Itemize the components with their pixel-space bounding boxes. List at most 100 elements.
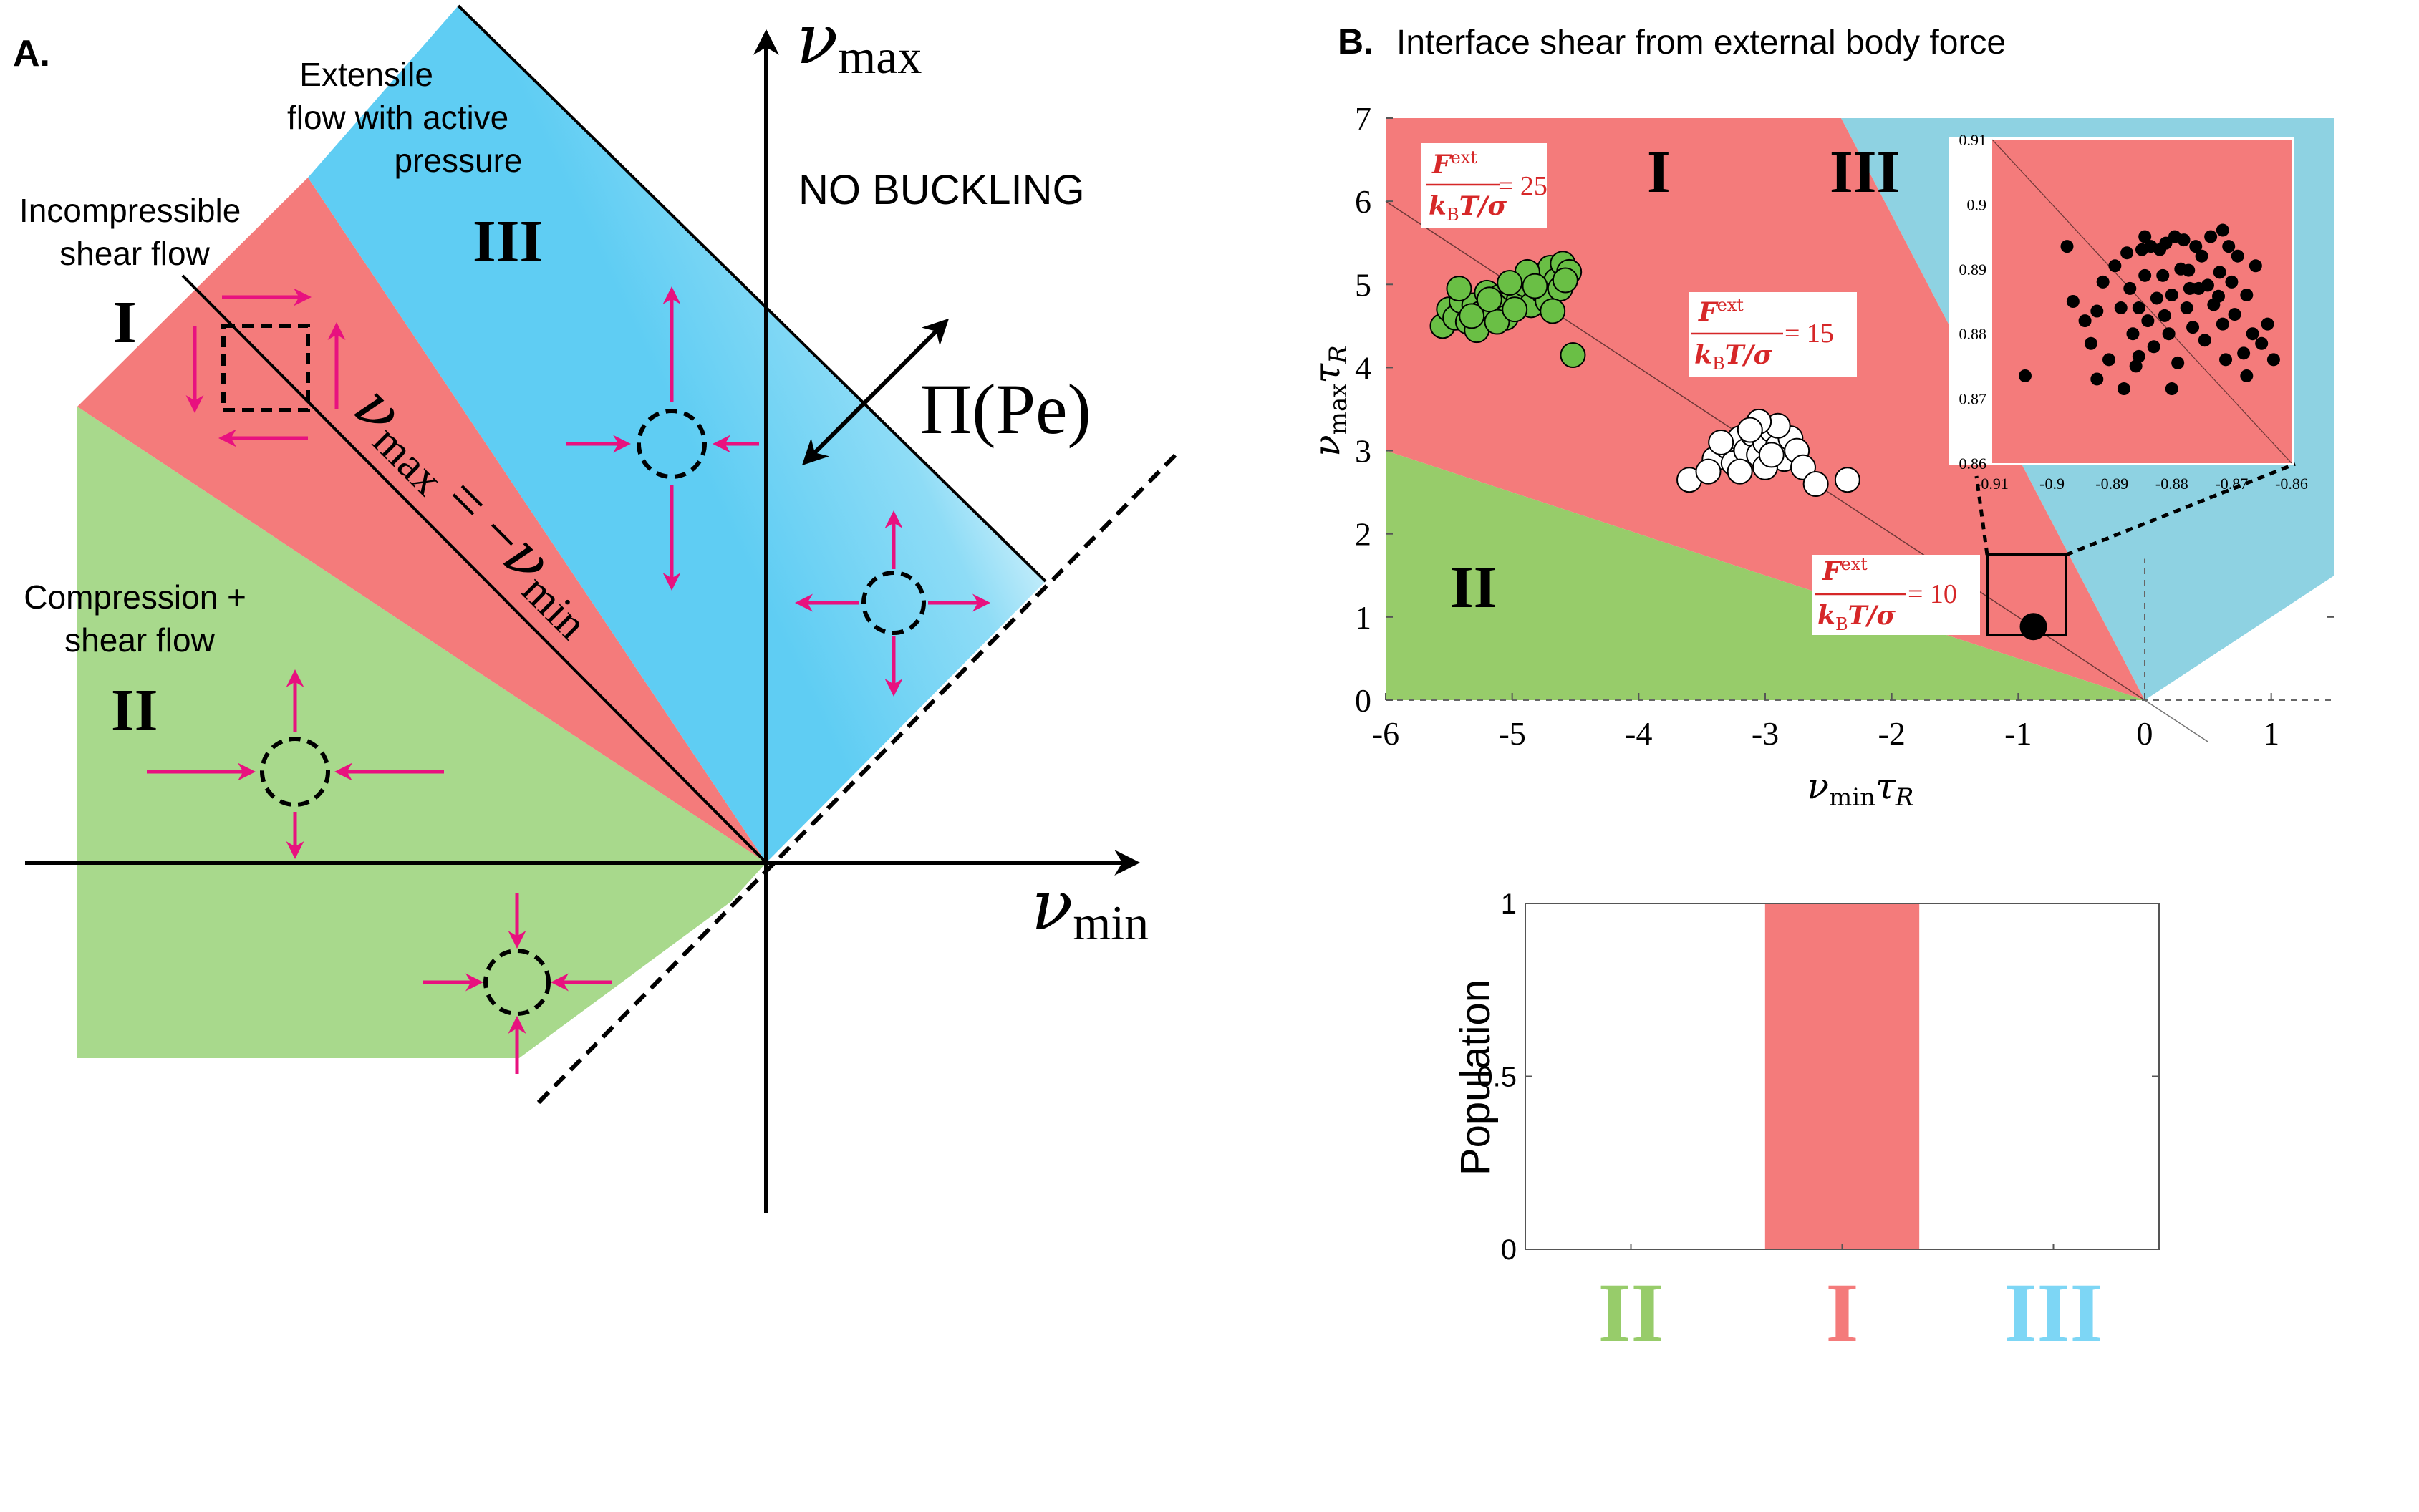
inset-y-tick-label: 0.86 [1959,455,1987,472]
inset-point [2240,369,2254,382]
scatter-point [1737,417,1763,443]
panel-b: B. Interface shear from external body fo… [1306,21,2334,1360]
extensile-label: Extensile flow with active pressure [287,56,523,179]
stability-dashed-line [536,450,1180,1105]
inset-y-tick-label: 0.9 [1967,195,1987,213]
x-axis-title: νminτR [1807,765,1914,812]
inset-x-tick-label: -0.9 [2039,475,2065,493]
inset-point [2120,246,2134,260]
inset-point [2204,230,2218,243]
inset-y-tick-label: 0.88 [1959,325,1987,343]
svg-text:= 10: = 10 [1908,579,1957,609]
bar-category-label: II [1598,1266,1664,1360]
inset-point [2066,295,2080,308]
svg-text:= 15: = 15 [1785,319,1834,349]
x-tick-label: -4 [1625,715,1652,752]
panel-a-label: A. [13,33,50,74]
inset-point [2177,233,2191,247]
inset-point [2165,382,2178,396]
inset-point [2123,281,2137,295]
y-tick-label: 2 [1355,516,1371,553]
inset-point [2266,353,2280,367]
force-label-15: Fext kBT/σ = 15 [1689,292,1857,377]
inset-point [2108,259,2122,273]
y-tick-label: 7 [1355,100,1371,137]
region-ii-area [77,407,766,1058]
inset-point [2198,334,2211,347]
inset-point [2183,281,2196,295]
inset-point [2090,304,2104,318]
y-tick-label: 4 [1355,349,1371,386]
inset-point [2132,301,2145,315]
scatter-point [1695,458,1722,485]
inset-y-tick-label: 0.91 [1959,131,1987,149]
scatter-point [1446,276,1472,302]
zoom-connector-left [1974,475,1989,556]
svg-text:Fext: Fext [1431,147,1477,180]
axis-x-title: νmin [1031,866,1149,950]
inset-point [2078,314,2092,328]
inset-x-tick-label: -0.89 [2095,475,2128,493]
inset-point [2102,353,2116,367]
pi-pe-label: Π(Pe) [920,369,1091,449]
bar-y-tick-label: 0.5 [1477,1062,1517,1093]
inset-point [2090,372,2104,386]
inset-point [2147,340,2160,354]
scatter-point [1522,273,1548,299]
svg-text:Fext: Fext [1822,554,1868,586]
inset-point [2261,317,2274,331]
compression-label: Compression + shear flow [24,578,255,659]
svg-text:kBT/σ: kBT/σ [1694,340,1773,374]
x-tick-label: 0 [2137,715,2153,752]
b-region-ii-numeral: II [1450,554,1497,621]
scatter-points [1429,251,2047,641]
inset-point [2186,321,2200,334]
scatter-point [1708,429,1734,455]
bar-y-tick-label: 0 [1501,1234,1517,1266]
x-tick-label: 1 [2263,715,2279,752]
y-tick-label: 0 [1355,682,1371,719]
inset-point [2096,275,2110,289]
scatter-point [1540,298,1566,324]
inset-point [2255,336,2269,350]
inset-y-tick-label: 0.89 [1959,261,1987,278]
inset-point [2126,327,2140,341]
inset-point [2162,327,2176,341]
inset-point [2201,278,2214,292]
scatter-point [1476,286,1502,313]
x-tick-label: -5 [1499,715,1526,752]
inset-point [2138,230,2152,243]
shear-diagonal-line [181,274,768,864]
bar-I [1764,903,1920,1249]
scatter-point [1459,303,1485,329]
scatter-point [1502,296,1528,323]
inset-point [2129,359,2143,373]
scatter-point [1552,267,1578,294]
inset-point [2018,369,2032,382]
bar-y-tick-label: 1 [1501,888,1517,920]
inset-point [2159,236,2173,250]
inset-point [2195,249,2208,263]
panel-a-diagram: A. νmax νmin I II III Incompressible she… [13,0,1180,1213]
inset-point [2216,223,2229,237]
x-tick-label: -1 [2004,715,2032,752]
y-tick-label: 6 [1355,183,1371,220]
scatter-point [1727,458,1753,485]
inset-x-tick-label: -0.91 [1976,475,2009,493]
inset-point [2060,240,2074,253]
scatter-point [1758,442,1785,468]
svg-text:= 25: = 25 [1498,171,1548,201]
inset-point [2084,336,2097,350]
y-tick-label: 3 [1355,433,1371,470]
bar-y-axis-title: Population [1452,979,1499,1176]
svg-text:kBT/σ: kBT/σ [1817,601,1896,634]
y-axis-title: νmaxτR [1306,345,1353,456]
balanced-glyph [795,510,990,697]
scatter-point [1802,471,1829,498]
inset-point [2158,309,2171,322]
region-ii-numeral: II [111,677,158,744]
bar-category-label: I [1826,1266,1859,1360]
b-region-ii [1386,450,2145,700]
upper-boundary-line [457,4,1047,583]
